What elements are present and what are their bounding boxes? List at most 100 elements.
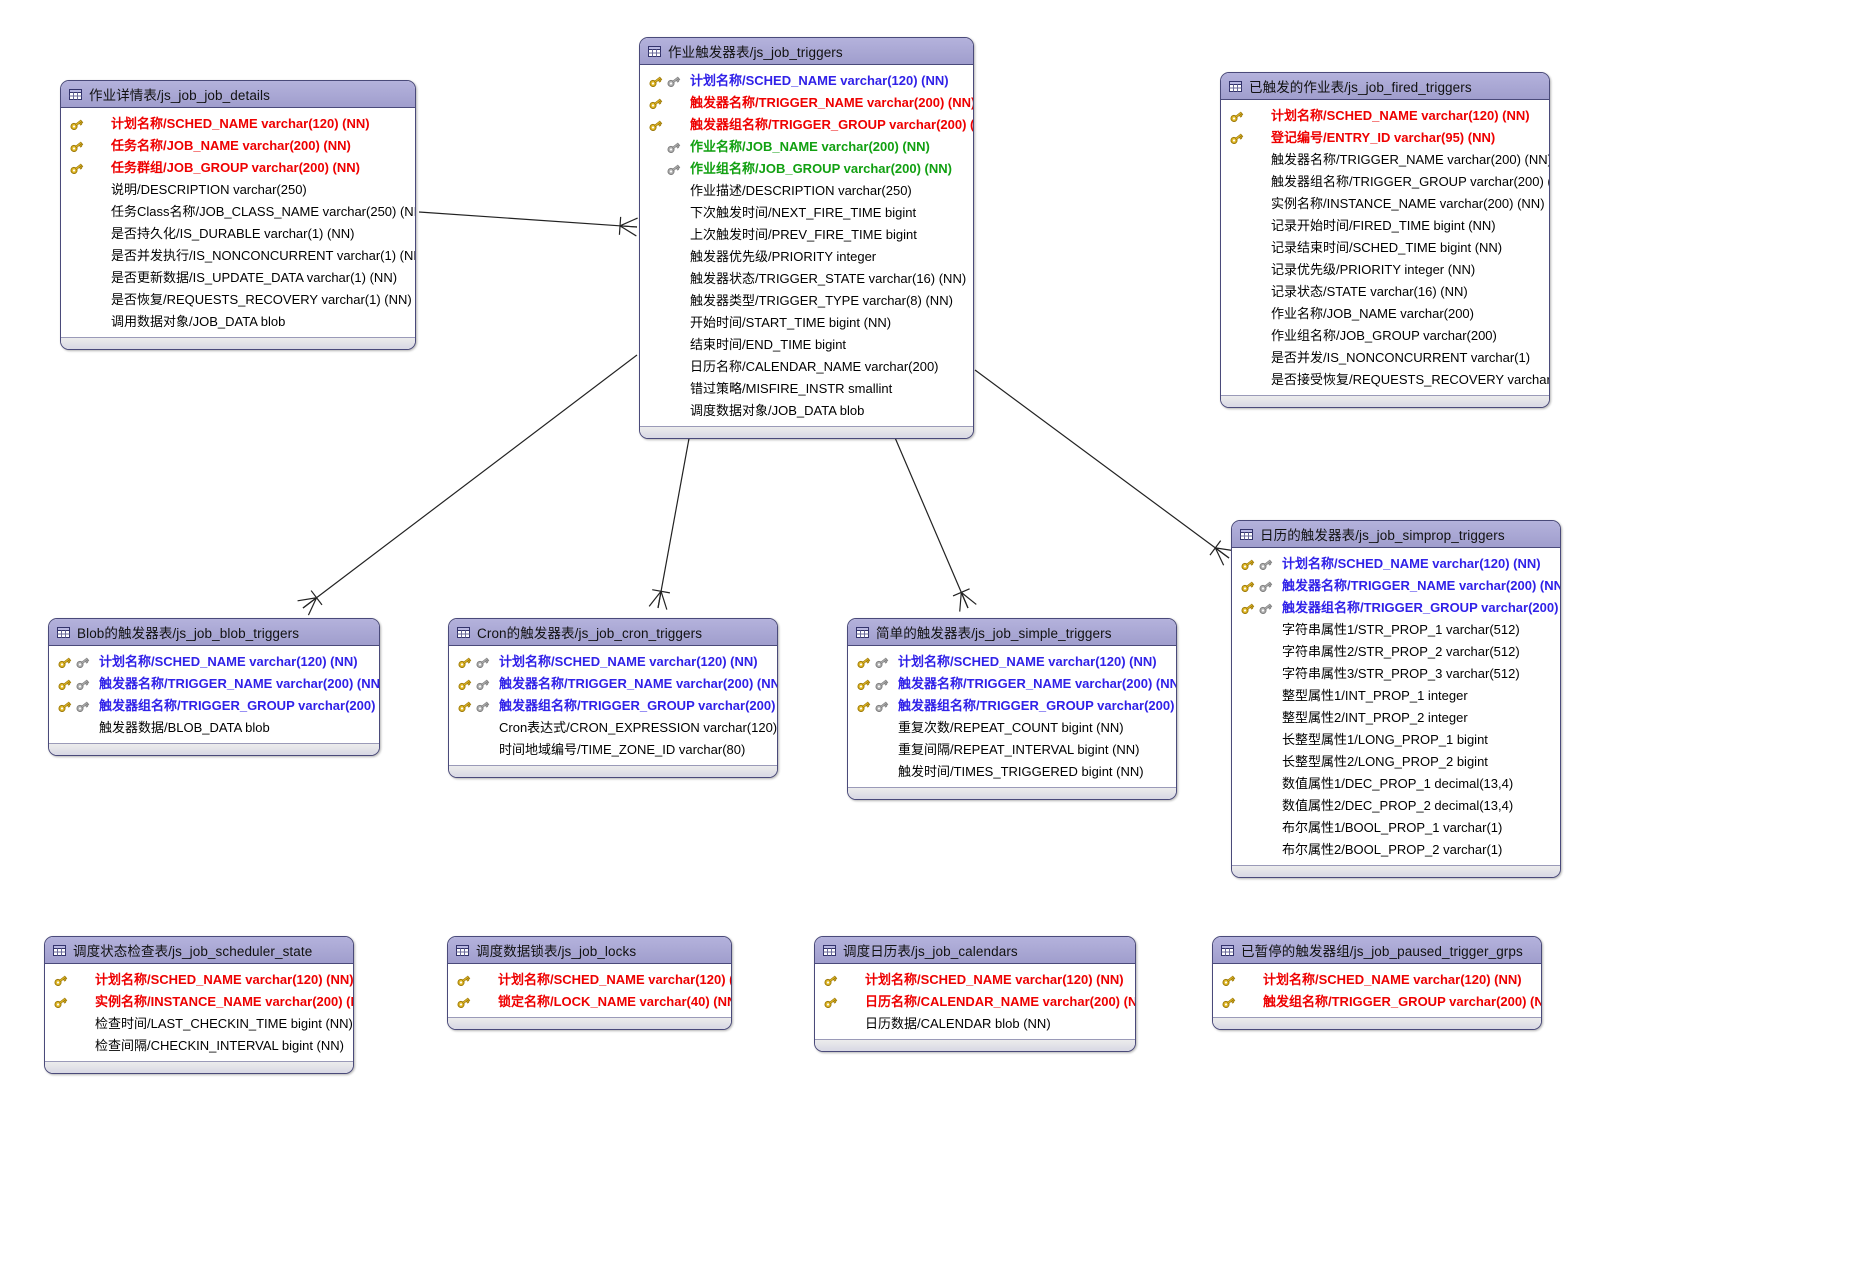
attribute-row[interactable]: 是否并发/IS_NONCONCURRENT varchar(1): [1221, 347, 1549, 369]
attribute-row[interactable]: 计划名称/SCHED_NAME varchar(120) (NN): [1213, 969, 1541, 991]
attribute-row[interactable]: 触发器名称/TRIGGER_NAME varchar(200) (NN): [1221, 149, 1549, 171]
attribute-row[interactable]: 是否接受恢复/REQUESTS_RECOVERY varchar(1): [1221, 369, 1549, 391]
attribute-row[interactable]: 记录优先级/PRIORITY integer (NN): [1221, 259, 1549, 281]
attribute-row[interactable]: 是否恢复/REQUESTS_RECOVERY varchar(1) (NN): [61, 289, 415, 311]
attribute-row[interactable]: 重复次数/REPEAT_COUNT bigint (NN): [848, 717, 1176, 739]
attribute-row[interactable]: 字符串属性1/STR_PROP_1 varchar(512): [1232, 619, 1560, 641]
entity-job_calendars[interactable]: 调度日历表/js_job_calendars 计划名称/SCHED_NAME va…: [814, 936, 1136, 1052]
entity-header-job_paused_trigger_grps[interactable]: 已暂停的触发器组/js_job_paused_trigger_grps: [1213, 937, 1541, 964]
attribute-row[interactable]: 登记编号/ENTRY_ID varchar(95) (NN): [1221, 127, 1549, 149]
attribute-row[interactable]: 触发器名称/TRIGGER_NAME varchar(200) (NN): [848, 673, 1176, 695]
entity-job_scheduler_state[interactable]: 调度状态检查表/js_job_scheduler_state 计划名称/SCHED…: [44, 936, 354, 1074]
attribute-row[interactable]: 整型属性2/INT_PROP_2 integer: [1232, 707, 1560, 729]
attribute-row[interactable]: 计划名称/SCHED_NAME varchar(120) (NN): [448, 969, 731, 991]
attribute-row[interactable]: 布尔属性1/BOOL_PROP_1 varchar(1): [1232, 817, 1560, 839]
entity-header-job_blob_triggers[interactable]: Blob的触发器表/js_job_blob_triggers: [49, 619, 379, 646]
attribute-row[interactable]: 计划名称/SCHED_NAME varchar(120) (NN): [45, 969, 353, 991]
entity-job_triggers[interactable]: 作业触发器表/js_job_triggers 计划名称/SCHED_NAME va…: [639, 37, 974, 439]
attribute-row[interactable]: 作业描述/DESCRIPTION varchar(250): [640, 180, 973, 202]
attribute-row[interactable]: 时间地域编号/TIME_ZONE_ID varchar(80): [449, 739, 777, 761]
attribute-row[interactable]: 记录状态/STATE varchar(16) (NN): [1221, 281, 1549, 303]
attribute-row[interactable]: 任务群组/JOB_GROUP varchar(200) (NN): [61, 157, 415, 179]
attribute-row[interactable]: 上次触发时间/PREV_FIRE_TIME bigint: [640, 224, 973, 246]
attribute-row[interactable]: 触发组名称/TRIGGER_GROUP varchar(200) (NN): [1213, 991, 1541, 1013]
attribute-row[interactable]: 数值属性1/DEC_PROP_1 decimal(13,4): [1232, 773, 1560, 795]
attribute-row[interactable]: 计划名称/SCHED_NAME varchar(120) (NN): [49, 651, 379, 673]
attribute-row[interactable]: 重复间隔/REPEAT_INTERVAL bigint (NN): [848, 739, 1176, 761]
attribute-row[interactable]: 触发器组名称/TRIGGER_GROUP varchar(200) (NN): [1221, 171, 1549, 193]
entity-header-job_calendars[interactable]: 调度日历表/js_job_calendars: [815, 937, 1135, 964]
attribute-row[interactable]: 结束时间/END_TIME bigint: [640, 334, 973, 356]
entity-header-job_cron_triggers[interactable]: Cron的触发器表/js_job_cron_triggers: [449, 619, 777, 646]
attribute-row[interactable]: 触发器组名称/TRIGGER_GROUP varchar(200) (NN): [1232, 597, 1560, 619]
attribute-row[interactable]: 检查时间/LAST_CHECKIN_TIME bigint (NN): [45, 1013, 353, 1035]
attribute-row[interactable]: 计划名称/SCHED_NAME varchar(120) (NN): [848, 651, 1176, 673]
entity-job_cron_triggers[interactable]: Cron的触发器表/js_job_cron_triggers 计划名称/SCHED…: [448, 618, 778, 778]
entity-header-job_fired_triggers[interactable]: 已触发的作业表/js_job_fired_triggers: [1221, 73, 1549, 100]
attribute-row[interactable]: 作业名称/JOB_NAME varchar(200): [1221, 303, 1549, 325]
entity-job_blob_triggers[interactable]: Blob的触发器表/js_job_blob_triggers 计划名称/SCHED…: [48, 618, 380, 756]
attribute-row[interactable]: 任务Class名称/JOB_CLASS_NAME varchar(250) (N…: [61, 201, 415, 223]
attribute-row[interactable]: 触发器数据/BLOB_DATA blob: [49, 717, 379, 739]
entity-job_simprop_triggers[interactable]: 日历的触发器表/js_job_simprop_triggers 计划名称/SCHE…: [1231, 520, 1561, 878]
attribute-row[interactable]: 调度数据对象/JOB_DATA blob: [640, 400, 973, 422]
attribute-row[interactable]: 错过策略/MISFIRE_INSTR smallint: [640, 378, 973, 400]
attribute-row[interactable]: 布尔属性2/BOOL_PROP_2 varchar(1): [1232, 839, 1560, 861]
attribute-row[interactable]: 计划名称/SCHED_NAME varchar(120) (NN): [815, 969, 1135, 991]
attribute-row[interactable]: 长整型属性1/LONG_PROP_1 bigint: [1232, 729, 1560, 751]
attribute-row[interactable]: 记录开始时间/FIRED_TIME bigint (NN): [1221, 215, 1549, 237]
attribute-row[interactable]: 字符串属性3/STR_PROP_3 varchar(512): [1232, 663, 1560, 685]
attribute-row[interactable]: 记录结束时间/SCHED_TIME bigint (NN): [1221, 237, 1549, 259]
attribute-row[interactable]: Cron表达式/CRON_EXPRESSION varchar(120) (NN…: [449, 717, 777, 739]
attribute-row[interactable]: 调用数据对象/JOB_DATA blob: [61, 311, 415, 333]
entity-header-job_simple_triggers[interactable]: 简单的触发器表/js_job_simple_triggers: [848, 619, 1176, 646]
attribute-row[interactable]: 数值属性2/DEC_PROP_2 decimal(13,4): [1232, 795, 1560, 817]
attribute-row[interactable]: 是否持久化/IS_DURABLE varchar(1) (NN): [61, 223, 415, 245]
attribute-row[interactable]: 触发器名称/TRIGGER_NAME varchar(200) (NN): [1232, 575, 1560, 597]
entity-header-job_scheduler_state[interactable]: 调度状态检查表/js_job_scheduler_state: [45, 937, 353, 964]
attribute-row[interactable]: 实例名称/INSTANCE_NAME varchar(200) (NN): [45, 991, 353, 1013]
attribute-row[interactable]: 计划名称/SCHED_NAME varchar(120) (NN): [61, 113, 415, 135]
attribute-row[interactable]: 计划名称/SCHED_NAME varchar(120) (NN): [1221, 105, 1549, 127]
attribute-row[interactable]: 作业组名称/JOB_GROUP varchar(200): [1221, 325, 1549, 347]
attribute-row[interactable]: 触发器组名称/TRIGGER_GROUP varchar(200) (NN): [49, 695, 379, 717]
attribute-row[interactable]: 日历数据/CALENDAR blob (NN): [815, 1013, 1135, 1035]
attribute-row[interactable]: 计划名称/SCHED_NAME varchar(120) (NN): [640, 70, 973, 92]
entity-header-job_job_details[interactable]: 作业详情表/js_job_job_details: [61, 81, 415, 108]
entity-job_job_details[interactable]: 作业详情表/js_job_job_details 计划名称/SCHED_NAME …: [60, 80, 416, 350]
attribute-row[interactable]: 作业组名称/JOB_GROUP varchar(200) (NN): [640, 158, 973, 180]
attribute-row[interactable]: 说明/DESCRIPTION varchar(250): [61, 179, 415, 201]
attribute-row[interactable]: 触发器组名称/TRIGGER_GROUP varchar(200) (NN): [449, 695, 777, 717]
attribute-row[interactable]: 作业名称/JOB_NAME varchar(200) (NN): [640, 136, 973, 158]
entity-header-job_locks[interactable]: 调度数据锁表/js_job_locks: [448, 937, 731, 964]
attribute-row[interactable]: 是否并发执行/IS_NONCONCURRENT varchar(1) (NN): [61, 245, 415, 267]
attribute-row[interactable]: 触发器类型/TRIGGER_TYPE varchar(8) (NN): [640, 290, 973, 312]
attribute-row[interactable]: 检查间隔/CHECKIN_INTERVAL bigint (NN): [45, 1035, 353, 1057]
attribute-row[interactable]: 触发器名称/TRIGGER_NAME varchar(200) (NN): [640, 92, 973, 114]
attribute-row[interactable]: 触发时间/TIMES_TRIGGERED bigint (NN): [848, 761, 1176, 783]
entity-job_fired_triggers[interactable]: 已触发的作业表/js_job_fired_triggers 计划名称/SCHED_…: [1220, 72, 1550, 408]
attribute-row[interactable]: 日历名称/CALENDAR_NAME varchar(200): [640, 356, 973, 378]
attribute-row[interactable]: 触发器组名称/TRIGGER_GROUP varchar(200) (NN): [640, 114, 973, 136]
attribute-row[interactable]: 触发器优先级/PRIORITY integer: [640, 246, 973, 268]
entity-job_simple_triggers[interactable]: 简单的触发器表/js_job_simple_triggers 计划名称/SCHED…: [847, 618, 1177, 800]
attribute-row[interactable]: 触发器名称/TRIGGER_NAME varchar(200) (NN): [449, 673, 777, 695]
entity-header-job_triggers[interactable]: 作业触发器表/js_job_triggers: [640, 38, 973, 65]
attribute-row[interactable]: 触发器名称/TRIGGER_NAME varchar(200) (NN): [49, 673, 379, 695]
attribute-row[interactable]: 日历名称/CALENDAR_NAME varchar(200) (NN): [815, 991, 1135, 1013]
attribute-row[interactable]: 整型属性1/INT_PROP_1 integer: [1232, 685, 1560, 707]
attribute-row[interactable]: 触发器状态/TRIGGER_STATE varchar(16) (NN): [640, 268, 973, 290]
entity-job_locks[interactable]: 调度数据锁表/js_job_locks 计划名称/SCHED_NAME varch…: [447, 936, 732, 1030]
attribute-row[interactable]: 锁定名称/LOCK_NAME varchar(40) (NN): [448, 991, 731, 1013]
attribute-row[interactable]: 计划名称/SCHED_NAME varchar(120) (NN): [1232, 553, 1560, 575]
attribute-row[interactable]: 任务名称/JOB_NAME varchar(200) (NN): [61, 135, 415, 157]
entity-header-job_simprop_triggers[interactable]: 日历的触发器表/js_job_simprop_triggers: [1232, 521, 1560, 548]
attribute-row[interactable]: 长整型属性2/LONG_PROP_2 bigint: [1232, 751, 1560, 773]
attribute-row[interactable]: 下次触发时间/NEXT_FIRE_TIME bigint: [640, 202, 973, 224]
attribute-row[interactable]: 计划名称/SCHED_NAME varchar(120) (NN): [449, 651, 777, 673]
entity-job_paused_trigger_grps[interactable]: 已暂停的触发器组/js_job_paused_trigger_grps 计划名称/…: [1212, 936, 1542, 1030]
attribute-row[interactable]: 字符串属性2/STR_PROP_2 varchar(512): [1232, 641, 1560, 663]
attribute-row[interactable]: 实例名称/INSTANCE_NAME varchar(200) (NN): [1221, 193, 1549, 215]
attribute-row[interactable]: 是否更新数据/IS_UPDATE_DATA varchar(1) (NN): [61, 267, 415, 289]
attribute-row[interactable]: 触发器组名称/TRIGGER_GROUP varchar(200) (NN): [848, 695, 1176, 717]
